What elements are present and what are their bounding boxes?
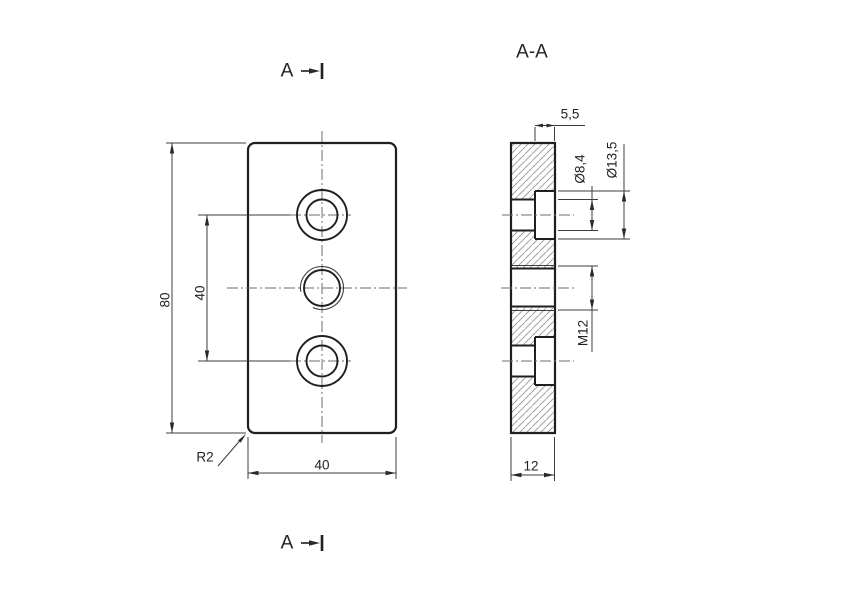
thread-value: M12 [576,320,591,346]
arrowhead [169,422,175,433]
thread-crest-lines [511,264,555,312]
section-title: A-A [516,42,548,63]
hatch-lower-band [511,306,555,346]
thickness-value: 12 [523,459,538,474]
through-hole-circle [305,198,339,232]
arrowhead [511,472,522,478]
arrowhead [546,123,555,128]
dim-height: 80 [158,142,246,434]
front-view: A A [158,61,407,554]
dim-height-value: 80 [158,292,173,307]
counterbore-circle [296,189,348,241]
corner-radius-value: R2 [196,450,213,465]
counterbore-diameter-value: Ø13,5 [605,142,620,179]
top-hole-edges [511,198,535,232]
leader-corner-radius: R2 [196,434,246,467]
leader-arrowhead [238,434,246,443]
leader-line [217,436,244,467]
cut-arrow-head-top [309,68,320,74]
arrowhead [589,266,595,277]
arrowhead [385,470,396,476]
section-cut-marker-bottom: A [281,533,324,554]
counterbore-circle [296,335,348,387]
cut-label-top: A [281,61,294,82]
hole-diameter-value: Ø8,4 [573,154,588,184]
thread-core-edges [511,267,555,308]
cut-arrow-head-bottom [309,540,320,546]
section-hatching [511,143,555,433]
bottom-counterbore-hole [296,335,348,387]
dim-counterbore-depth: 5,5 [534,107,585,141]
arrowhead [544,472,555,478]
dim-spacing-value: 40 [193,285,208,300]
arrowhead [589,299,595,310]
top-counterbore-hole [296,189,348,241]
arrowhead [169,143,175,154]
dim-width-value: 40 [314,458,329,473]
bottom-hole-edges [511,344,535,378]
section-outline [509,141,557,435]
section-centerlines [501,214,575,362]
thread-crest-arc [299,265,344,310]
arrowhead [535,123,543,128]
through-hole-circle [305,344,339,378]
dim-thread: M12 [558,265,598,352]
front-centerlines [198,131,407,443]
dim-thickness: 12 [510,437,555,481]
dim-width: 40 [247,437,397,479]
hatch-bottom-block [511,376,555,433]
arrowhead [621,191,627,202]
hatch-top-block [511,143,555,200]
dim-hole-diameter: Ø8,4 [558,154,598,231]
dim-counterbore-diameter: Ø13,5 [558,142,630,240]
arrowhead [204,350,210,361]
dim-hole-spacing: 40 [193,215,210,361]
arrowhead [589,199,595,210]
hatch-upper-band [511,230,555,269]
arrowhead [589,220,595,231]
middle-threaded-hole [299,265,344,310]
section-cut-marker-top: A [281,61,324,82]
arrowhead [204,215,210,226]
cut-label-bottom: A [281,533,294,554]
counterbore-depth-value: 5,5 [561,107,580,122]
tap-drill-circle [303,269,341,307]
section-view: A-A [501,42,630,481]
arrowhead [621,228,627,239]
arrowhead [248,470,259,476]
